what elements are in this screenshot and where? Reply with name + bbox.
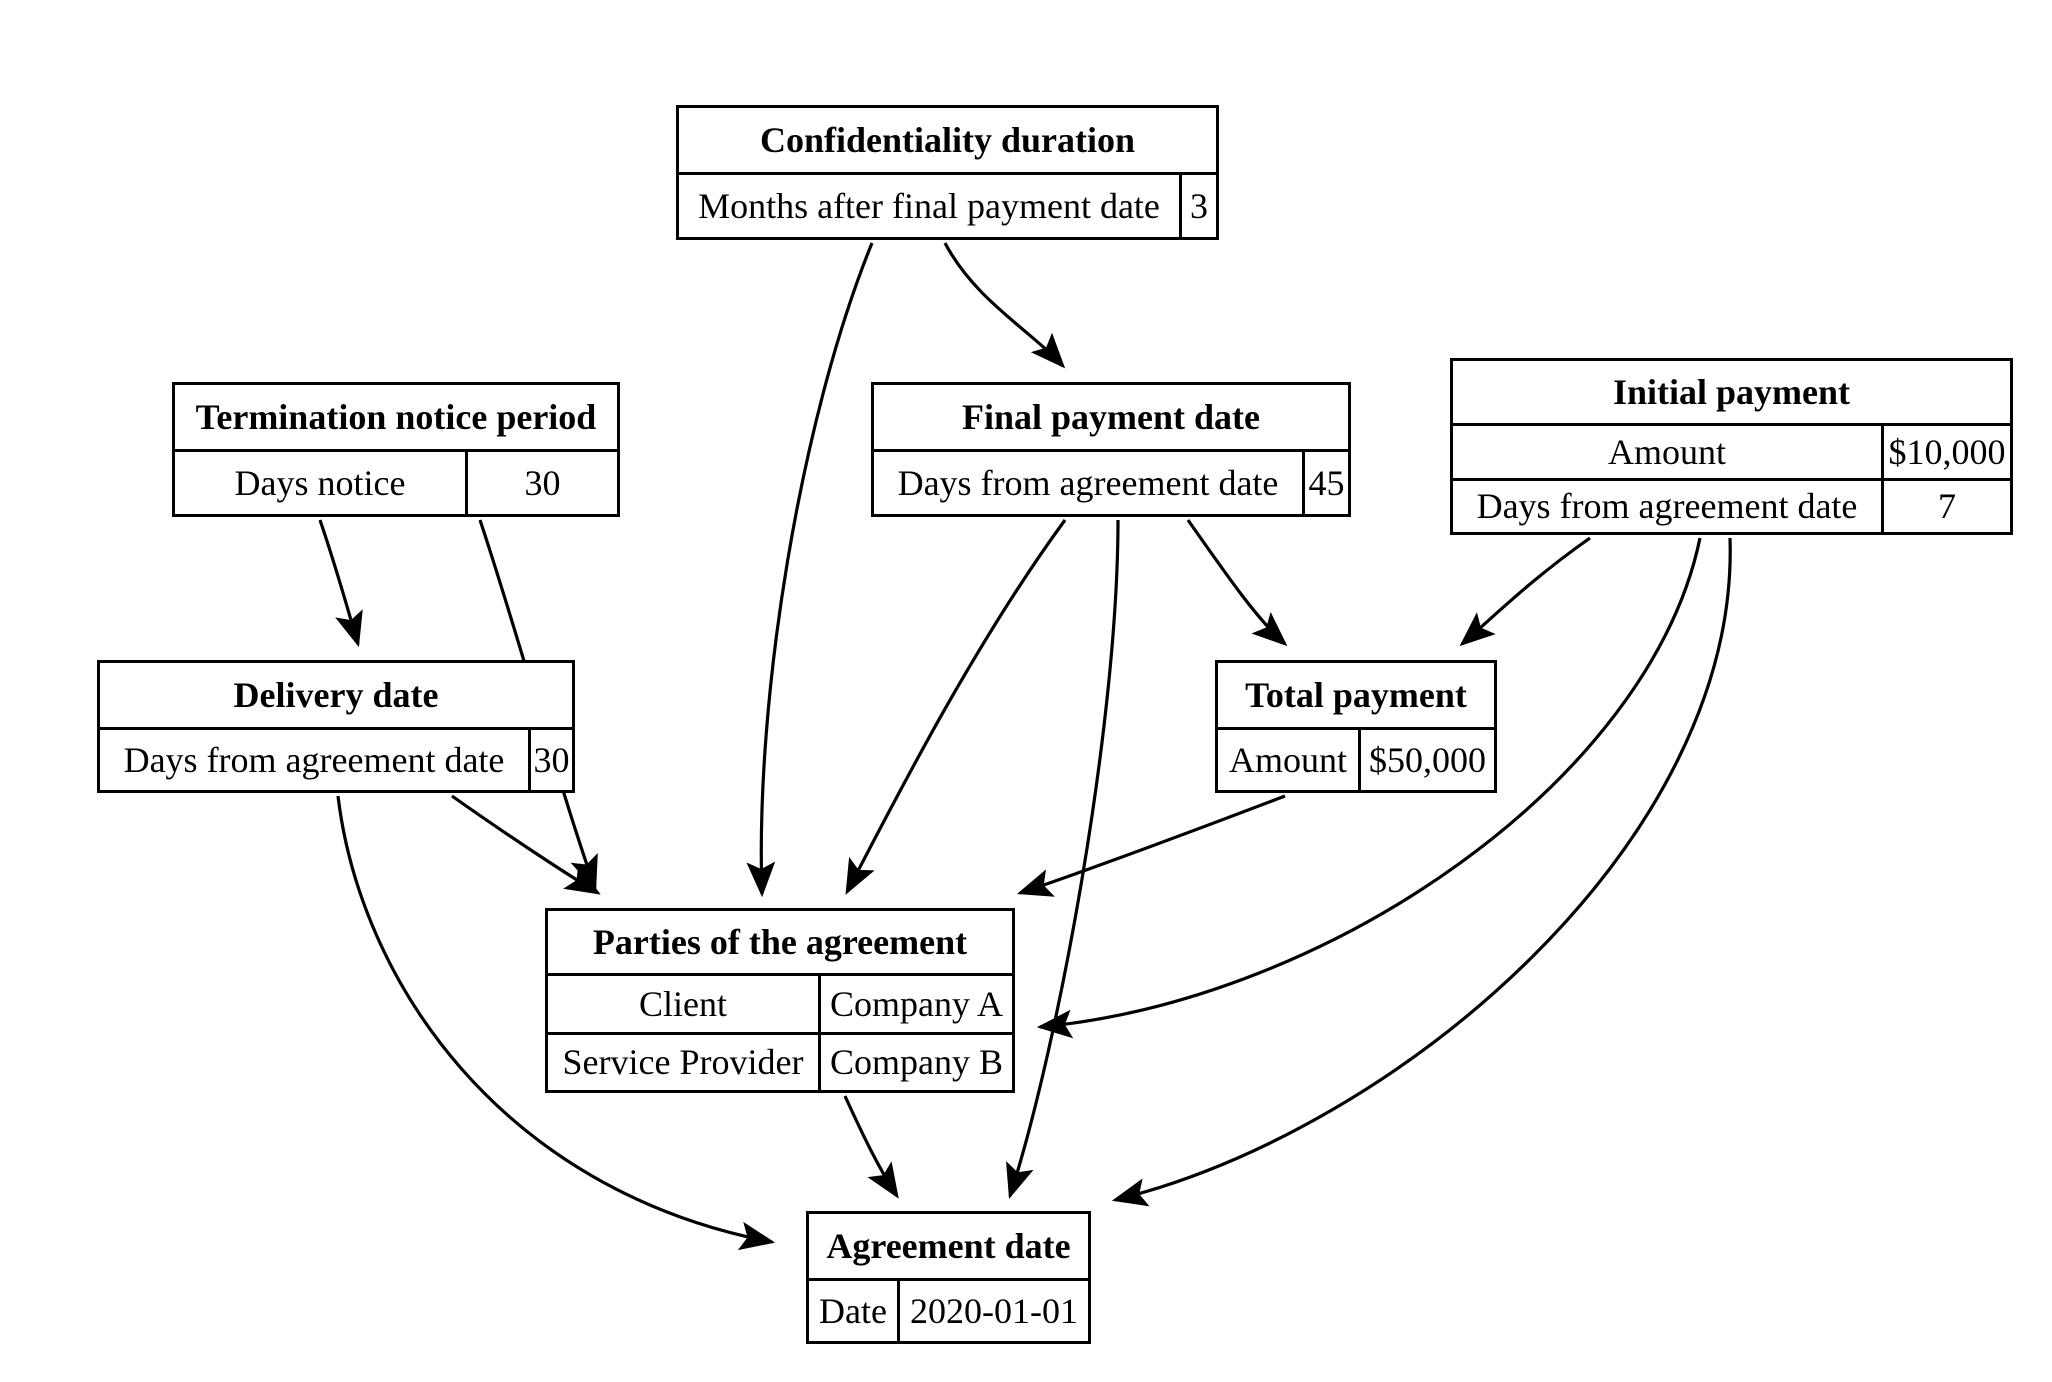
node-title-total_payment: Total payment [1245, 675, 1467, 715]
node-row-value: Company B [818, 1034, 1012, 1090]
node-row-key: Client [639, 983, 727, 1024]
node-row-key: Months after final payment date [698, 186, 1160, 226]
edge-total_payment-to-parties_of_the_agreement [1016, 794, 1286, 897]
node-row-value: Company A [818, 976, 1012, 1032]
node-row: Amount $50,000 [1218, 727, 1494, 790]
node-row-key: Amount [1607, 431, 1726, 472]
node-row: Months after final payment date 3 [679, 172, 1216, 237]
node-row-value: $10,000 [1881, 426, 2010, 478]
node-title-termination_notice_period: Termination notice period [195, 397, 597, 437]
node-row-key: Days from agreement date [123, 740, 505, 780]
node-row: Client Company A [548, 973, 1012, 1032]
node-title-initial_payment: Initial payment [1612, 372, 1851, 412]
edge-initial_payment-to-parties_of_the_agreement [1036, 537, 1702, 1039]
node-row: Days from agreement date 30 [100, 727, 572, 790]
node-row-value: 3 [1179, 175, 1216, 237]
node-row-value: 2020-01-01 [897, 1281, 1088, 1341]
node-title-parties_of_the_agreement: Parties of the agreement [592, 922, 968, 962]
node-row-value: $50,000 [1358, 730, 1494, 790]
edge-confidentiality_duration-to-parties_of_the_agreement [746, 242, 874, 898]
node-row-value: 45 [1302, 452, 1348, 514]
edge-parties_of_the_agreement-to-agreement_date [843, 1095, 899, 1199]
edges-group [318, 242, 1732, 1251]
node-row: Amount $10,000 [1453, 423, 2010, 478]
node-title-delivery_date: Delivery date [233, 675, 439, 715]
node-row-key: Days notice [234, 463, 406, 503]
node-row-key: Days from agreement date [1476, 486, 1858, 527]
node-title-agreement_date: Agreement date [826, 1226, 1071, 1266]
node-row-key: Days from agreement date [897, 463, 1279, 503]
node-row-value: 30 [465, 452, 617, 514]
node-row-value: 7 [1881, 480, 2010, 532]
edge-delivery_date-to-agreement_date [336, 795, 776, 1251]
node-row-key: Amount [1228, 740, 1347, 780]
edge-confidentiality_duration-to-final_payment_date [943, 242, 1066, 369]
edge-delivery_date-to-parties_of_the_agreement [451, 794, 601, 895]
node-title-confidentiality_duration: Confidentiality duration [759, 120, 1136, 160]
node-row: Days from agreement date 7 [1453, 477, 2010, 532]
edge-initial_payment-to-agreement_date [1111, 537, 1732, 1207]
edge-termination_notice_period-to-delivery_date [318, 519, 363, 648]
node-title-final_payment_date: Final payment date [961, 397, 1260, 437]
node-row-key: Service Provider [562, 1042, 804, 1083]
edge-initial_payment-to-total_payment [1459, 536, 1591, 647]
node-row-value: 30 [528, 730, 572, 790]
node-row: Days notice 30 [175, 449, 617, 514]
edge-final_payment_date-to-agreement_date [1006, 519, 1120, 1200]
node-row-key: Date [819, 1291, 887, 1331]
node-row: Days from agreement date 45 [874, 449, 1348, 514]
edge-final_payment_date-to-total_payment [1186, 519, 1288, 647]
node-row: Service Provider Company B [548, 1031, 1012, 1090]
edge-final_payment_date-to-parties_of_the_agreement [845, 519, 1067, 895]
